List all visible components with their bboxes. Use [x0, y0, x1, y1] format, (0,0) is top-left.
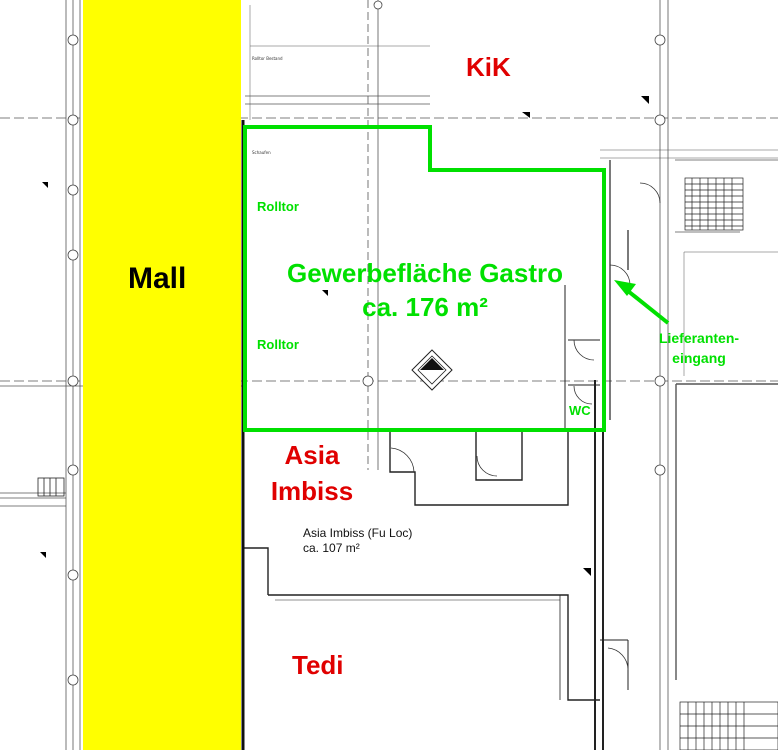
asia-plan-area: ca. 107 m² — [303, 541, 360, 555]
kik-label: KiK — [466, 52, 511, 82]
interior-walls — [242, 160, 629, 750]
level-diamond-icon — [411, 349, 453, 391]
mall-area — [83, 0, 241, 750]
gastro-outline — [243, 125, 606, 432]
rolltor-bestand-note: Rolltor Bestand — [252, 56, 283, 61]
lieferanteneingang-label-line2: eingang — [672, 350, 726, 366]
mall-label: Mall — [128, 262, 187, 295]
wc-label: WC — [569, 403, 591, 418]
tedi-label: Tedi — [292, 650, 344, 680]
door-swings — [390, 182, 661, 671]
gastro-title: Gewerbefläche Gastro — [287, 258, 563, 288]
arrow-up-left-icon — [614, 280, 670, 325]
lieferanteneingang-label-line1: Lieferanten- — [658, 330, 740, 346]
rolltor-top-label: Rolltor — [257, 199, 299, 214]
stairs-top-right — [684, 177, 744, 231]
section-markers — [40, 96, 649, 576]
grid-markers — [67, 0, 666, 686]
asia-plan-name: Asia Imbiss (Fu Loc) — [303, 526, 413, 540]
rolltor-bottom-label: Rolltor — [257, 337, 299, 352]
schaufenster-note: Schaufen — [252, 150, 271, 155]
stairs-bottom-right — [679, 701, 778, 750]
gastro-area: ca. 176 m² — [362, 292, 488, 322]
asia-label-line2: Imbiss — [270, 476, 354, 506]
asia-label-line1: Asia — [284, 440, 340, 470]
stairs-left — [37, 477, 65, 497]
